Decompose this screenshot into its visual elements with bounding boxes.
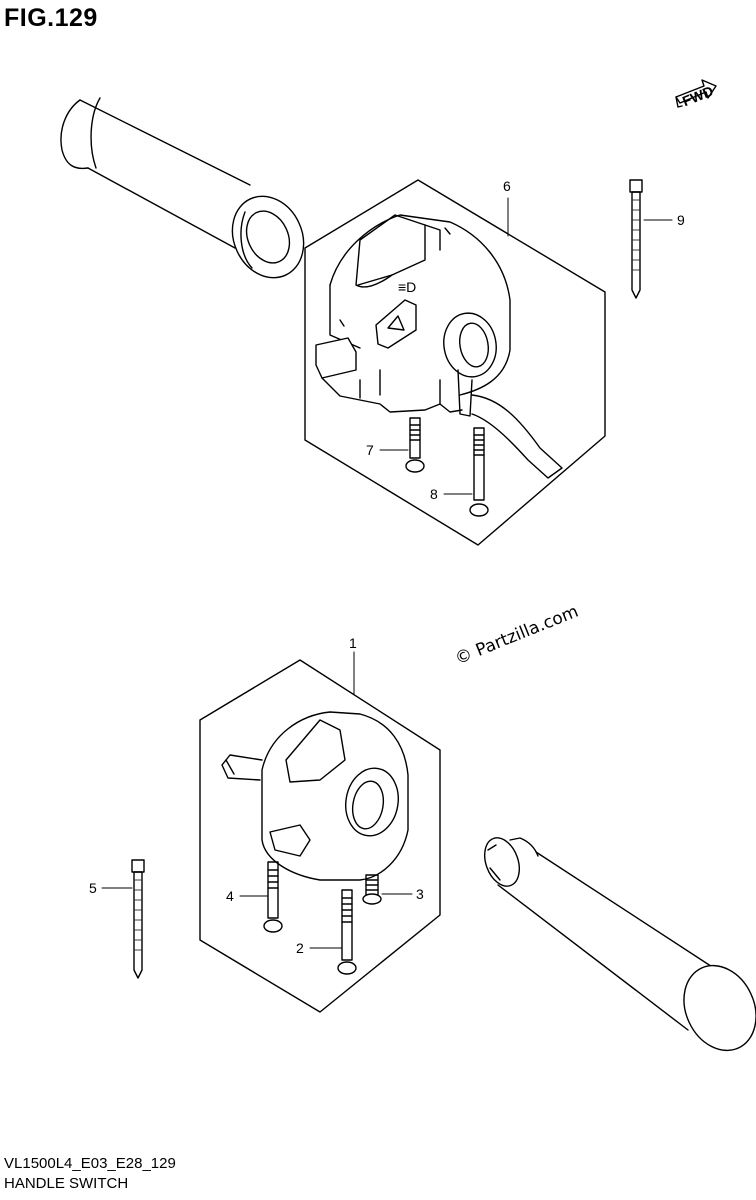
screw-8-part: [469, 427, 489, 517]
callout-7: 7: [366, 442, 374, 458]
callout-6: 6: [503, 178, 511, 194]
callout-3: 3: [416, 886, 424, 902]
callout-4: 4: [226, 888, 234, 904]
figure-title: FIG.129: [4, 4, 98, 32]
callout-9: 9: [677, 212, 685, 228]
screw-7-part: [405, 417, 425, 473]
left-grip-part: [60, 97, 305, 279]
section-name: HANDLE SWITCH: [4, 1175, 129, 1192]
cable-tie-9-part: [629, 179, 643, 299]
fwd-arrow-icon: FWD: [675, 79, 717, 110]
callout-1: 1: [349, 635, 357, 651]
fwd-label: FWD: [680, 83, 716, 110]
screw-2-part: [337, 889, 357, 975]
right-switch-assembly: ≡D: [304, 179, 606, 546]
cable-tie-5-part: [131, 859, 145, 979]
model-code: VL1500L4_E03_E28_129: [4, 1155, 176, 1172]
screw-3-part: [362, 874, 382, 905]
leader-lines: [101, 197, 673, 949]
callout-8: 8: [430, 486, 438, 502]
dimmer-symbol-icon: ≡D: [398, 279, 416, 295]
callout-5: 5: [89, 880, 97, 896]
callout-2: 2: [296, 940, 304, 956]
screw-4-part: [263, 861, 283, 933]
right-grip-part: [484, 837, 756, 1052]
left-switch-assembly: [199, 659, 441, 1013]
